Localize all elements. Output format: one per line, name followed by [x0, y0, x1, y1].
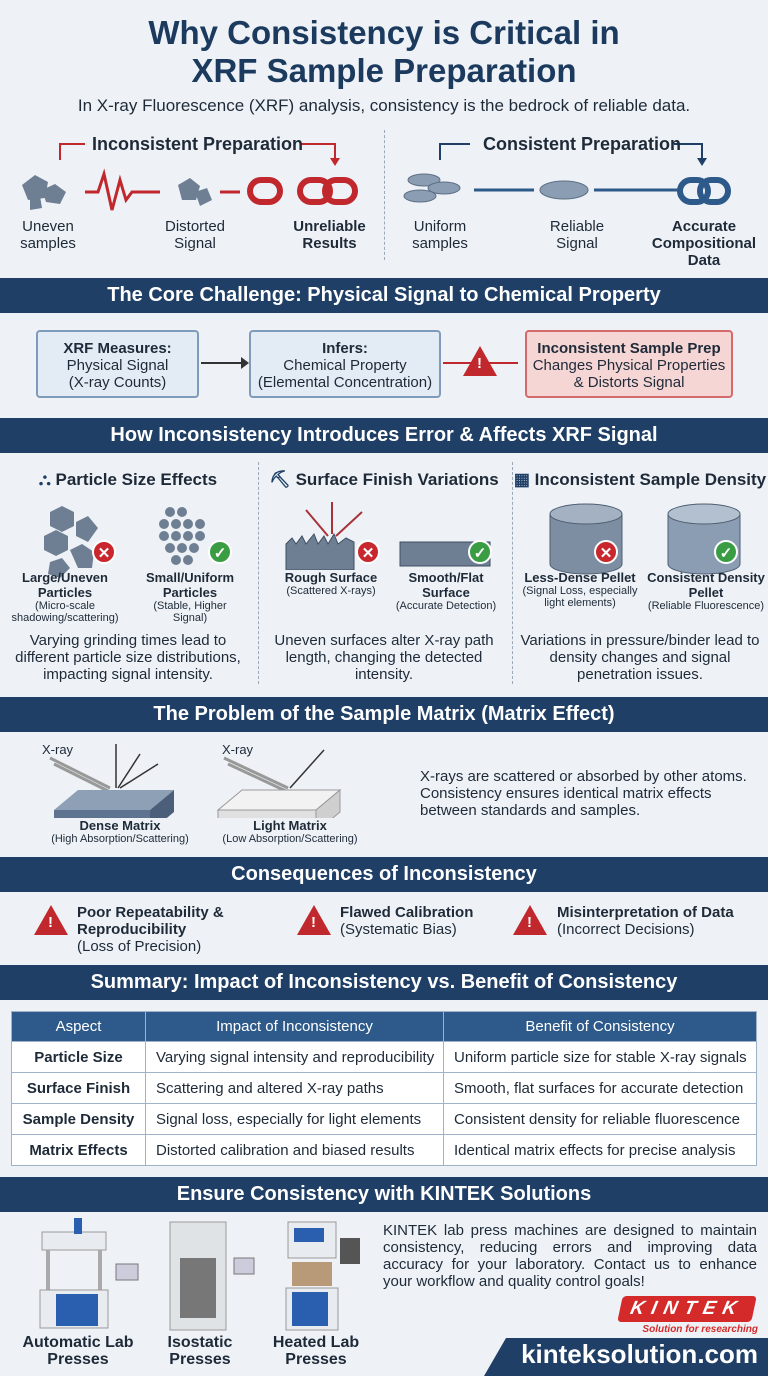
check-icon: ✓ — [468, 540, 492, 564]
check-icon: ✓ — [714, 540, 738, 564]
polishing-icon: ⛏ — [269, 470, 296, 489]
divider — [512, 462, 513, 684]
surface-finish-column: ⛏ Surface Finish Variations ✕ ✓ Rough Su… — [256, 460, 512, 690]
xray-label: X-ray — [42, 742, 74, 757]
inconsistent-flow-graphic — [22, 143, 358, 211]
light-matrix-label: Light Matrix(Low Absorption/Scattering) — [222, 818, 358, 845]
isostatic-press-image — [169, 1221, 255, 1331]
surface-graphic — [285, 502, 491, 570]
arrowhead-icon — [241, 357, 249, 369]
how-heading: How Inconsistency Introduces Error & Aff… — [0, 418, 768, 453]
warning-icon: ! — [513, 905, 547, 935]
surface-description: Uneven surfaces alter X-ray path length,… — [274, 632, 494, 683]
warning-icon: ! — [297, 905, 331, 935]
rough-surface-label: Rough Surface(Scattered X-rays) — [284, 570, 378, 597]
bad-particles-label: Large/Uneven Particles(Micro-scale shado… — [11, 570, 119, 624]
consistent-flow-graphic — [403, 143, 731, 205]
kintek-tagline: Solution for researching — [642, 1324, 758, 1335]
consequence-item: Flawed Calibration(Systematic Bias) — [340, 904, 474, 938]
consequence-item: Misinterpretation of Data(Incorrect Deci… — [557, 904, 734, 938]
xrf-measures-box: XRF Measures:Physical Signal(X-ray Count… — [36, 330, 199, 398]
website-link[interactable]: kinteksolution.com — [521, 1339, 758, 1369]
matrix-heading: The Problem of the Sample Matrix (Matrix… — [0, 697, 768, 732]
density-column: ▦ Inconsistent Sample Density ✕ ✓ Less-D… — [513, 470, 767, 683]
matrix-graphic — [49, 744, 342, 818]
hierarchy-icon: ⛬ — [38, 470, 56, 489]
density-description: Variations in pressure/binder lead to de… — [520, 632, 760, 683]
divider — [384, 130, 385, 260]
smooth-surface-label: Smooth/Flat Surface(Accurate Detection) — [395, 570, 497, 612]
kintek-text: KINTEK lab press machines are designed t… — [383, 1222, 757, 1290]
arrow-icon — [201, 362, 241, 364]
press-machines-graphic — [39, 1218, 360, 1331]
less-dense-label: Less-Dense Pellet(Signal Loss, especiall… — [522, 570, 638, 609]
particle-description: Varying grinding times lead to different… — [15, 632, 241, 683]
x-icon: ✕ — [594, 540, 618, 564]
heated-press-image — [285, 1221, 360, 1331]
subtitle: In X-ray Fluorescence (XRF) analysis, co… — [77, 96, 691, 115]
warning-icon: ! — [34, 905, 68, 935]
x-icon: ✕ — [356, 540, 380, 564]
consistent-density-label: Consistent Density Pellet(Reliable Fluor… — [647, 570, 765, 612]
consequences-heading: Consequences of Inconsistency — [0, 857, 768, 892]
kintek-logo: KINTEK — [617, 1296, 757, 1322]
automatic-press-image — [39, 1218, 139, 1329]
xray-label: X-ray — [222, 742, 254, 757]
kintek-heading: Ensure Consistency with KINTEK Solutions — [0, 1177, 768, 1212]
website-banner — [484, 1338, 768, 1376]
particles-graphic — [44, 506, 205, 578]
particle-size-column: ⛬ Particle Size Effects ✕ ✓ Large/Uneven… — [0, 460, 256, 690]
core-challenge-heading: The Core Challenge: Physical Signal to C… — [0, 278, 768, 313]
matrix-text: X-rays are scattered or absorbed by othe… — [420, 768, 747, 819]
infers-box: Infers:Chemical Property(Elemental Conce… — [249, 330, 441, 398]
density-meter-icon: ▦ — [513, 470, 535, 489]
good-particles-label: Small/Uniform Particles(Stable, Higher S… — [145, 570, 235, 624]
divider — [258, 462, 259, 684]
dense-matrix-label: Dense Matrix(High Absorption/Scattering) — [51, 818, 189, 845]
consequence-item: Poor Repeatability & Reproducibility(Los… — [77, 904, 224, 955]
consistent-heading: Consistent Preparation — [483, 134, 682, 154]
x-icon: ✕ — [92, 540, 116, 564]
summary-heading: Summary: Impact of Inconsistency vs. Ben… — [0, 965, 768, 1000]
check-icon: ✓ — [208, 540, 232, 564]
warning-icon: ! — [463, 346, 497, 376]
inconsistent-heading: Inconsistent Preparation — [92, 134, 304, 154]
